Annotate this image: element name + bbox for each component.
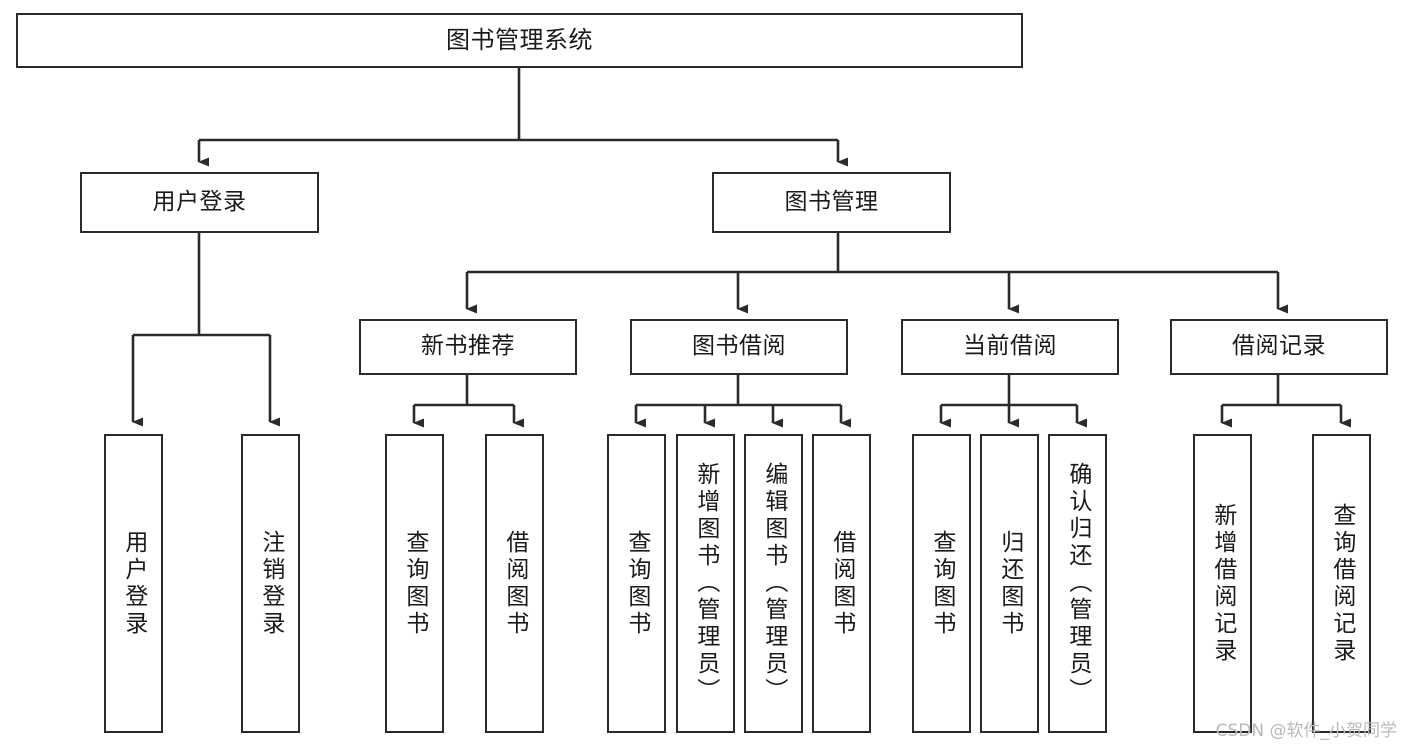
node-label: 当前借阅	[963, 333, 1057, 360]
leaf-borrow-record-add-record[interactable]: 新增借阅记录	[1193, 434, 1252, 733]
leaf-current-borrow-query-books[interactable]: 查询图书	[912, 434, 971, 733]
leaf-new-book-query-books[interactable]: 查询图书	[385, 434, 444, 733]
node-label: 借阅图书	[501, 529, 528, 638]
node-label: 用户登录	[120, 529, 147, 638]
node-user-login[interactable]: 用户登录	[80, 172, 319, 233]
leaf-book-borrow-add-book-admin[interactable]: 新增图书（管理员）	[676, 434, 735, 733]
node-book-management[interactable]: 图书管理	[712, 172, 951, 233]
leaf-new-book-borrow-books[interactable]: 借阅图书	[485, 434, 544, 733]
node-label: 新增图书（管理员）	[692, 462, 719, 705]
node-label: 归还图书	[996, 529, 1023, 638]
leaf-current-borrow-return-books[interactable]: 归还图书	[980, 434, 1039, 733]
leaf-user-login-login[interactable]: 用户登录	[104, 434, 163, 733]
node-label: 新增借阅记录	[1209, 502, 1236, 665]
node-label: 图书借阅	[692, 333, 786, 360]
node-current-borrowing[interactable]: 当前借阅	[901, 319, 1119, 375]
node-label: 查询图书	[928, 529, 955, 638]
node-new-book-recommendation[interactable]: 新书推荐	[359, 319, 577, 375]
leaf-user-login-logout[interactable]: 注销登录	[241, 434, 300, 733]
node-label: 编辑图书（管理员）	[760, 462, 787, 705]
node-label: 图书管理系统	[446, 26, 593, 55]
node-borrowing-records[interactable]: 借阅记录	[1170, 319, 1388, 375]
node-label: 注销登录	[257, 529, 284, 638]
node-label: 借阅记录	[1232, 333, 1326, 360]
node-root-book-management-system[interactable]: 图书管理系统	[16, 13, 1023, 68]
node-label: 新书推荐	[421, 333, 515, 360]
node-label: 用户登录	[152, 188, 247, 215]
leaf-book-borrow-edit-book-admin[interactable]: 编辑图书（管理员）	[744, 434, 803, 733]
node-label: 图书管理	[784, 188, 879, 215]
node-label: 查询图书	[623, 529, 650, 638]
node-label: 查询借阅记录	[1328, 502, 1355, 665]
node-label: 借阅图书	[828, 529, 855, 638]
leaf-book-borrow-borrow-books[interactable]: 借阅图书	[812, 434, 871, 733]
node-book-borrowing[interactable]: 图书借阅	[630, 319, 848, 375]
leaf-book-borrow-query-books[interactable]: 查询图书	[607, 434, 666, 733]
node-label: 确认归还（管理员）	[1064, 462, 1091, 705]
node-label: 查询图书	[401, 529, 428, 638]
leaf-current-borrow-confirm-return-admin[interactable]: 确认归还（管理员）	[1048, 434, 1107, 733]
leaf-borrow-record-query-record[interactable]: 查询借阅记录	[1312, 434, 1371, 733]
